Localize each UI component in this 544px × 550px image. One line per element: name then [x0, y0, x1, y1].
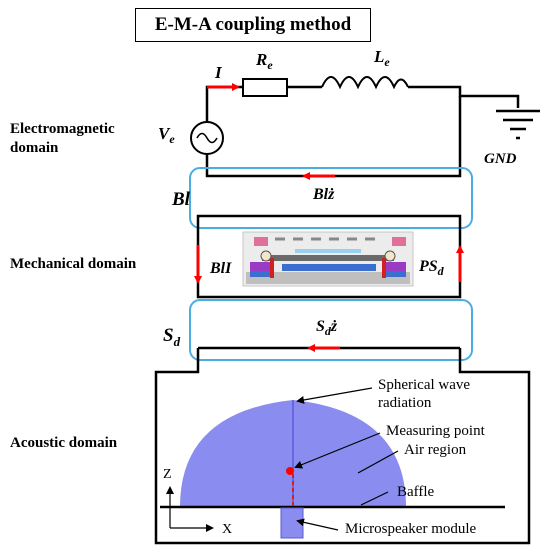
spherical-line2: radiation [378, 395, 432, 411]
ground-label: GND [484, 151, 517, 167]
axes [166, 486, 214, 532]
air-region-label: Air region [404, 442, 467, 458]
leader-baffle [360, 491, 389, 506]
diagram-title: E-M-A coupling method [135, 8, 371, 42]
microspeaker-module-label: Microspeaker module [345, 521, 477, 537]
leader-measuring [294, 432, 381, 469]
wire-left-top [205, 85, 243, 122]
microspeaker-cross-section [242, 231, 414, 287]
spherical-wave-label: Spherical wave radiation [378, 376, 470, 412]
axis-x-label: X [222, 522, 232, 537]
pressure-force-label: PSd [418, 258, 445, 278]
spherical-line1: Spherical wave [378, 377, 471, 393]
source-label: Ve [158, 124, 175, 146]
inductor-label: Le [373, 47, 390, 69]
electromagnetic-label-line2: domain [10, 140, 59, 156]
wire-bottom-loop [205, 96, 462, 178]
area-label: Sd [163, 325, 181, 349]
baffle-label: Baffle [397, 484, 435, 500]
leader-air [357, 450, 399, 474]
acoustic-domain-label: Acoustic domain [10, 435, 118, 451]
ground-icon [496, 109, 540, 140]
electrical-circuit [205, 76, 520, 178]
leader-module [296, 518, 339, 531]
electromagnetic-label-line1: Electromagnetic [10, 121, 115, 137]
electromagnetic-domain-label: Electromagnetic domain [10, 120, 115, 158]
volume-velocity-label: Sdż [316, 318, 338, 338]
em-mech-coupling-loop [189, 167, 473, 229]
mech-force-label: BlI [209, 260, 232, 277]
inductor-coil [321, 76, 409, 90]
force-factor-label: Bl [171, 189, 191, 210]
measuring-point-label: Measuring point [386, 423, 485, 439]
microspeaker-module [280, 507, 304, 539]
resistor-label: Re [255, 50, 273, 72]
leader-spherical [296, 387, 373, 404]
resistor-body [242, 78, 288, 97]
wire-to-ground [408, 85, 520, 108]
acoustic-domain-box [154, 348, 531, 545]
mech-acoustic-coupling-loop [189, 299, 473, 361]
axis-z-label: Z [163, 467, 172, 482]
measuring-point-dot [286, 467, 294, 475]
current-label: I [214, 63, 223, 82]
mechanical-domain-label: Mechanical domain [10, 256, 137, 272]
back-emf-label: Blż [312, 186, 335, 203]
voltage-source-icon [190, 121, 224, 155]
